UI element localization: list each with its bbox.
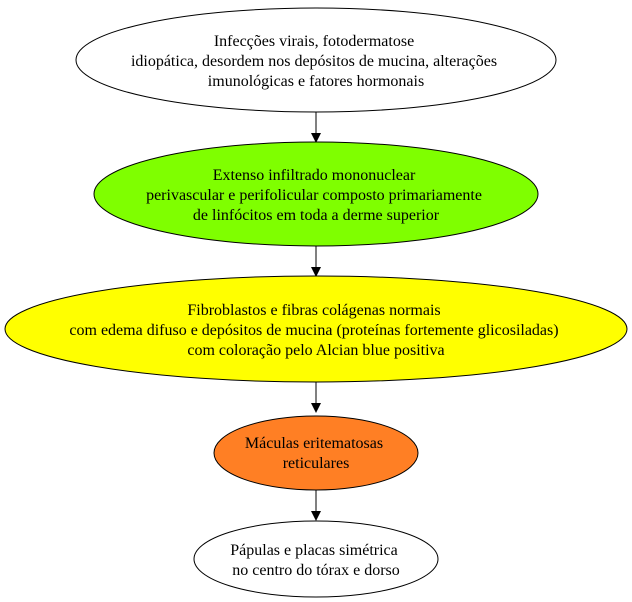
node-shape [4, 275, 628, 383]
node-label: Extenso infiltrado mononuclear perivascu… [146, 167, 486, 224]
node-label-line: Infecções virais, fotodermatose [214, 33, 414, 50]
node-infeccoes-virais: Infecções virais, fotodermatose idiopáti… [75, 7, 557, 113]
node-infiltrado-mononuclear: Extenso infiltrado mononuclear perivascu… [93, 141, 539, 247]
node-label-line: reticulares [283, 455, 350, 472]
node-shape [75, 7, 557, 113]
node-shape [93, 141, 539, 247]
node-label-line: perivascular e perifolicular composto pr… [146, 187, 482, 204]
node-shape [213, 415, 419, 491]
node-label-line: Fibroblastos e fibras colágenas normais [187, 302, 440, 319]
node-label-line: idiopática, desordem nos depósitos de mu… [131, 53, 497, 70]
node-fibroblastos: Fibroblastos e fibras colágenas normais … [4, 275, 628, 383]
node-label: Pápulas e placas simétrica no centro do … [230, 542, 402, 579]
node-label-line: imunológicas e fatores hormonais [208, 73, 424, 90]
node-label-line: Máculas eritematosas [245, 435, 383, 452]
node-label: Fibroblastos e fibras colágenas normais … [69, 302, 562, 359]
node-label-line: Extenso infiltrado mononuclear [213, 167, 416, 184]
node-label-line: com coloração pelo Alcian blue positiva [187, 342, 444, 359]
node-label: Máculas eritematosas reticulares [245, 435, 387, 472]
node-label-line: com edema difuso e depósitos de mucina (… [69, 322, 558, 339]
node-label-line: Pápulas e placas simétrica [230, 542, 398, 559]
node-label: Infecções virais, fotodermatose idiopáti… [131, 33, 501, 90]
node-maculas-eritematosas: Máculas eritematosas reticulares [213, 415, 419, 491]
node-label-line: no centro do tórax e dorso [232, 562, 400, 579]
node-shape [193, 520, 439, 598]
node-label-line: de linfócitos em toda a derme superior [193, 207, 440, 224]
node-papulas-placas: Pápulas e placas simétrica no centro do … [193, 520, 439, 598]
